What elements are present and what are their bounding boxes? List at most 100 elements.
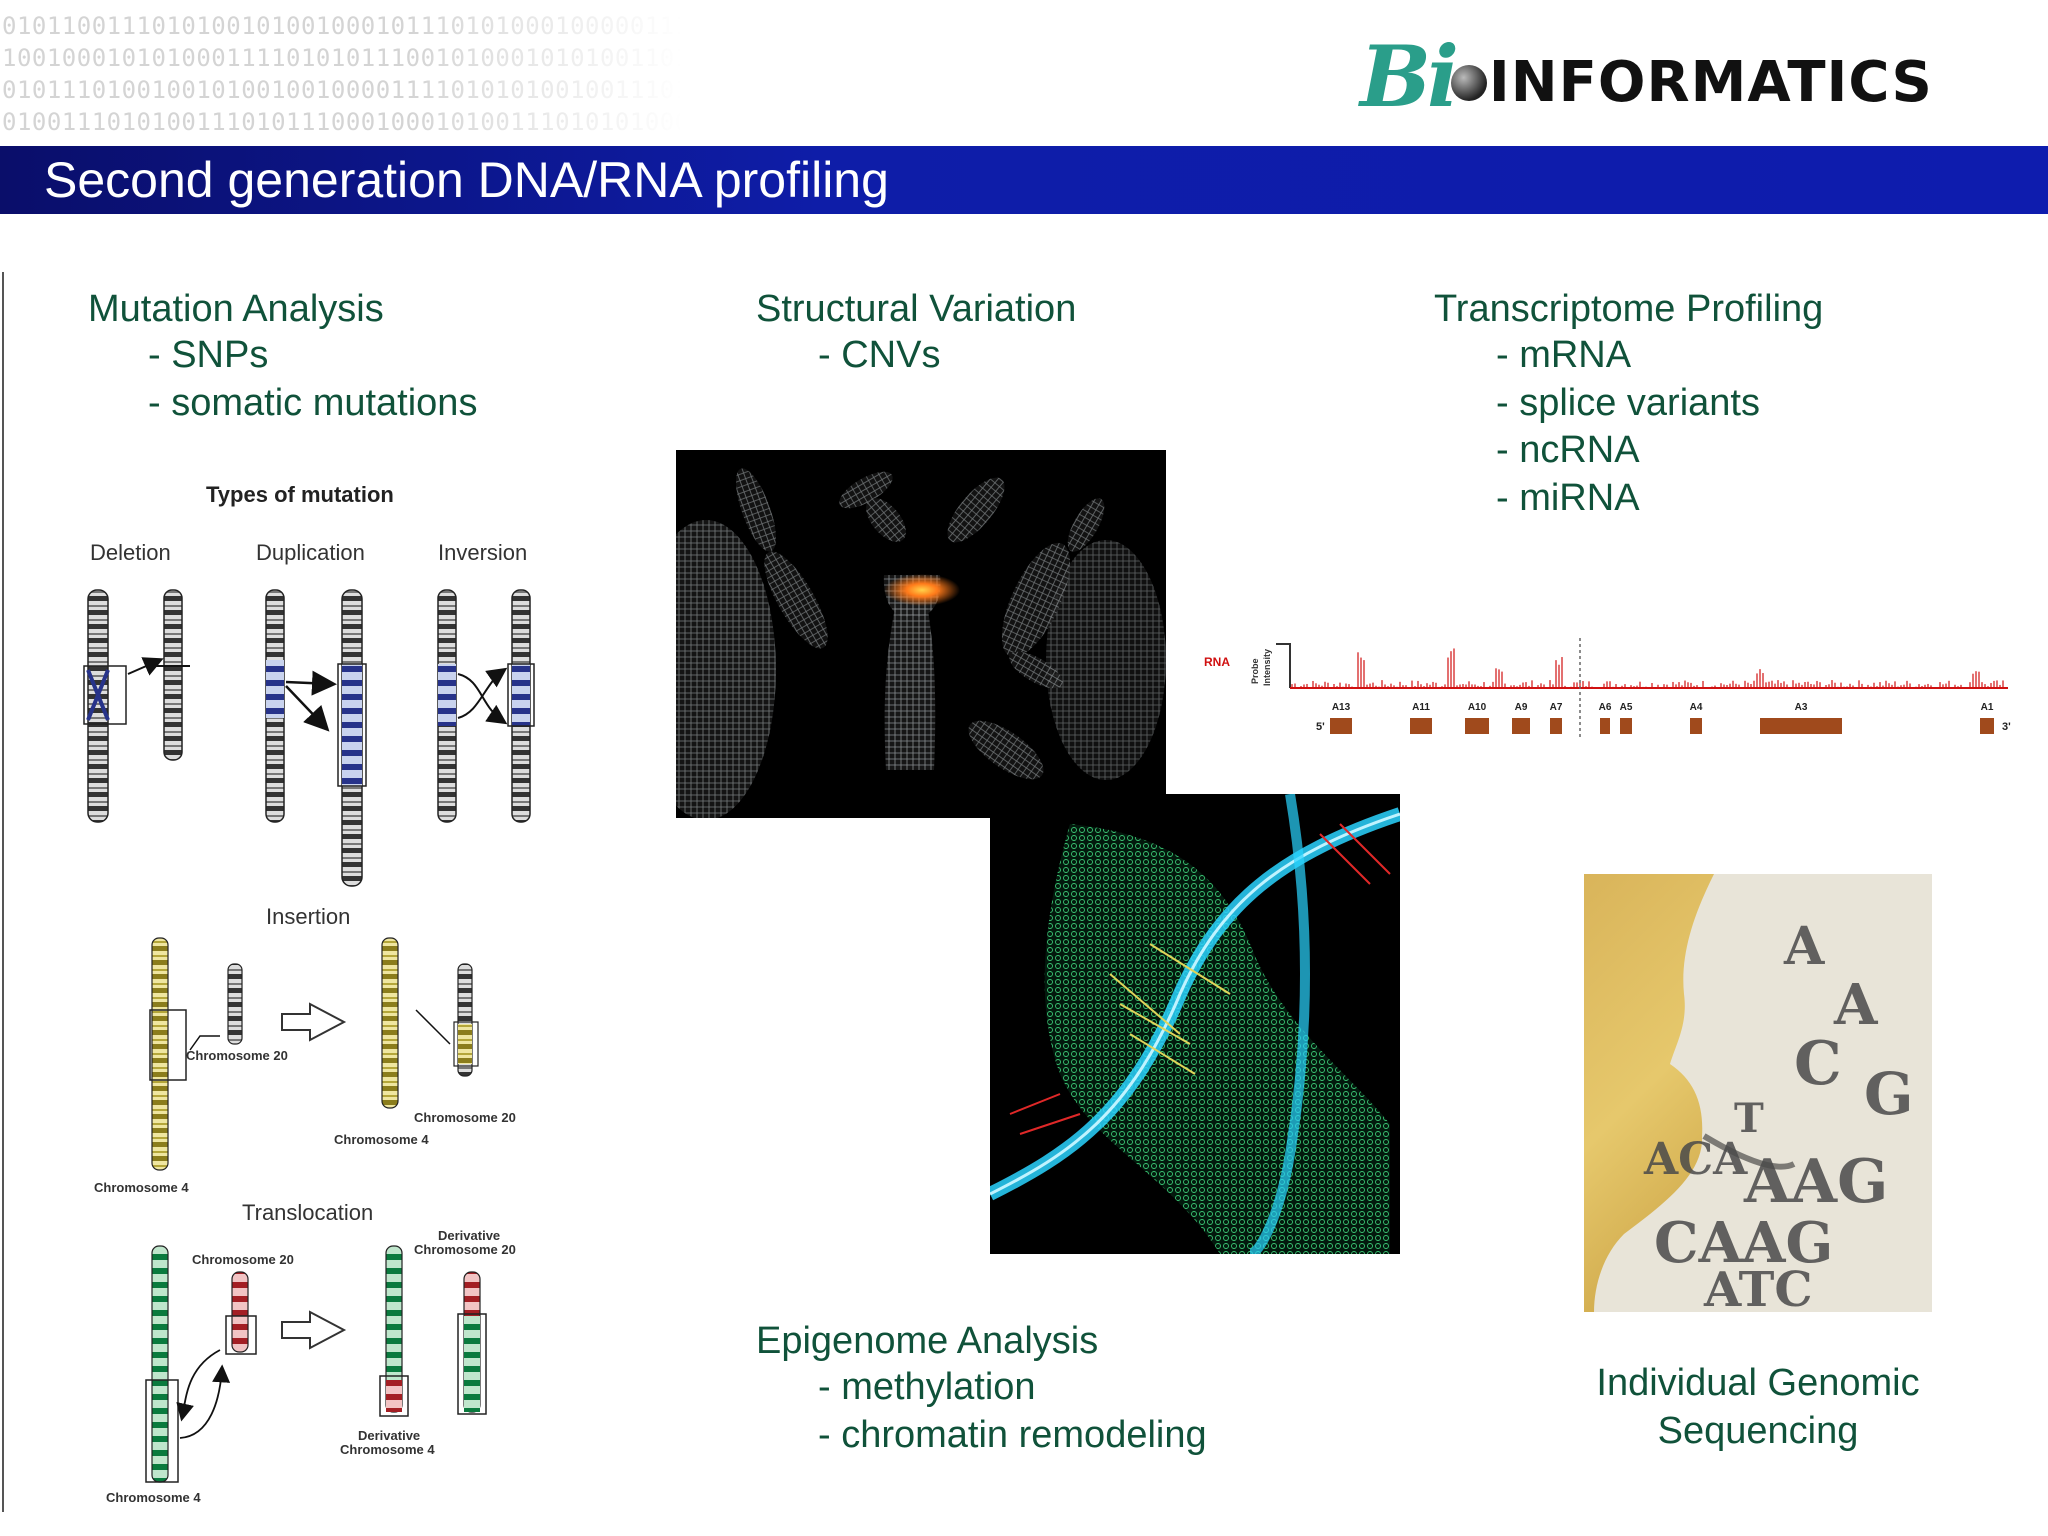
chromosome-cnv-image: [676, 450, 1166, 818]
exon-label: A4: [1690, 702, 1703, 713]
chromosome-20-label: Chromosome 20: [186, 1048, 288, 1063]
genome-portrait-render: A A C G T AAG CAAG ATC ACA: [1594, 874, 1932, 1312]
epigenome-list: - methylation - chromatin remodeling: [818, 1364, 1207, 1459]
inversion-diagram: [437, 589, 535, 823]
logo-sphere-icon: [1450, 65, 1487, 101]
list-item: - chromatin remodeling: [818, 1413, 1207, 1456]
list-item: - methylation: [818, 1366, 1036, 1408]
genome-letter: ACA: [1643, 1134, 1748, 1185]
list-item: - CNVs: [818, 334, 941, 376]
exon-label: A10: [1468, 702, 1487, 713]
individual-sequencing-caption: Individual Genomic Sequencing: [1560, 1360, 1956, 1455]
epigenome-heading: Epigenome Analysis: [756, 1320, 1099, 1362]
inversion-label: Inversion: [438, 540, 528, 565]
title-bar: Second generation DNA/RNA profiling: [0, 146, 2048, 214]
list-item: - SNPs: [148, 334, 269, 376]
list-item: - miRNA: [1496, 476, 1640, 519]
list-item: - ncRNA: [1496, 429, 1640, 471]
insertion-label: Insertion: [266, 904, 351, 929]
exon-label: A1: [1981, 702, 1994, 713]
figure-title: Types of mutation: [206, 482, 394, 507]
duplication-label: Duplication: [256, 540, 365, 565]
rna-label: RNA: [1204, 655, 1230, 669]
binary-line: 0101100111010100101001000101110101000100…: [2, 12, 682, 40]
genome-letter: A: [1833, 972, 1879, 1038]
chromosome-4-label: Chromosome 4: [94, 1180, 189, 1195]
chromosome-20-label: Chromosome 20: [414, 1110, 516, 1125]
derivative-4-label-2: Chromosome 4: [340, 1442, 435, 1457]
mutation-heading: Mutation Analysis: [88, 288, 384, 330]
list-item: - mRNA: [1496, 334, 1632, 376]
five-prime-label: 5': [1316, 721, 1325, 733]
exon-label: A11: [1412, 702, 1430, 713]
mutation-diagrams: [83, 589, 535, 1483]
exon-block: [1760, 718, 1842, 734]
rna-intensity-spikes: [1291, 648, 2004, 688]
exon-block: [1550, 718, 1562, 734]
list-item: - somatic mutations: [148, 381, 478, 424]
exon-block: [1690, 718, 1702, 734]
caption-line: Individual Genomic: [1596, 1362, 1920, 1404]
dna-render: [990, 794, 1400, 1254]
transcriptome-list: - mRNA - splice variants - ncRNA - miRNA: [1496, 332, 1760, 522]
exon-block: [1512, 718, 1530, 734]
transcriptome-heading: Transcriptome Profiling: [1434, 288, 1824, 330]
binary-line: 0101110100100101001001000011110101010010…: [2, 76, 682, 104]
genome-letter: AAG: [1743, 1147, 1888, 1217]
derivative-20-label-2: Chromosome 20: [414, 1242, 516, 1257]
logo-prefix: Bi: [1360, 26, 1459, 126]
exon-blocks: A13 A11 A10 A9 A7 A6 A5 A4 A3 A1: [1330, 702, 1994, 734]
derivative-20-label-1: Derivative: [438, 1228, 501, 1243]
mutation-list: - SNPs - somatic mutations: [148, 332, 477, 427]
deletion-diagram: [83, 589, 190, 823]
three-prime-label: 3': [2002, 721, 2011, 733]
genome-letter: G: [1864, 1060, 1914, 1128]
translocation-diagram: [145, 1245, 487, 1483]
exon-label: A5: [1620, 702, 1633, 713]
translocation-label: Translocation: [242, 1200, 374, 1225]
chromosome-20-label: Chromosome 20: [192, 1252, 294, 1267]
exon-block: [1410, 718, 1432, 734]
bioinformatics-logo: Bi INFORMATICS: [1360, 26, 1933, 126]
binary-line: 0100111010100111010111000100010100111010…: [2, 108, 682, 136]
exon-block: [1620, 718, 1632, 734]
logo-word: INFORMATICS: [1488, 49, 1933, 115]
exon-block: [1330, 718, 1352, 734]
exon-block: [1465, 718, 1489, 734]
genome-letter: CAAG: [1654, 1210, 1833, 1276]
chromosome-4-label: Chromosome 4: [334, 1132, 429, 1147]
caption-line: Sequencing: [1657, 1409, 1859, 1452]
chromosome-4-label: Chromosome 4: [106, 1490, 201, 1505]
exon-label: A3: [1795, 702, 1808, 713]
binary-watermark: 0101100111010100101001000101110101000100…: [2, 10, 682, 138]
dna-helix-image: [990, 794, 1400, 1254]
derivative-4-label-1: Derivative: [358, 1428, 421, 1443]
genome-letter: C: [1794, 1029, 1842, 1099]
list-item: - splice variants: [1496, 381, 1760, 424]
exon-label: A9: [1515, 702, 1528, 713]
exon-label: A7: [1550, 702, 1563, 713]
genome-letter: ATC: [1703, 1262, 1813, 1312]
duplication-diagram: [265, 589, 367, 887]
page-title: Second generation DNA/RNA profiling: [44, 152, 889, 208]
structural-heading: Structural Variation: [756, 288, 1077, 330]
structural-list: - CNVs: [818, 332, 940, 380]
axis-label: Intensity: [1262, 649, 1272, 686]
genome-letter: A: [1783, 916, 1825, 977]
genome-portrait-image: A A C G T AAG CAAG ATC ACA: [1584, 874, 1932, 1312]
chromosome-render: [676, 450, 1166, 818]
genome-letter: T: [1734, 1095, 1764, 1142]
exon-label: A6: [1599, 702, 1612, 713]
axis-label: Probe: [1250, 658, 1260, 684]
binary-line: 1001000101010001111010101110010100010101…: [2, 44, 682, 72]
exon-block: [1980, 718, 1994, 734]
exon-label: A13: [1332, 702, 1351, 713]
exon-block: [1600, 718, 1610, 734]
mutation-types-figure: Types of mutation Deletion Duplication I…: [60, 470, 560, 1510]
deletion-label: Deletion: [90, 540, 171, 565]
left-divider: [2, 272, 4, 1512]
insertion-diagram: [149, 937, 479, 1171]
